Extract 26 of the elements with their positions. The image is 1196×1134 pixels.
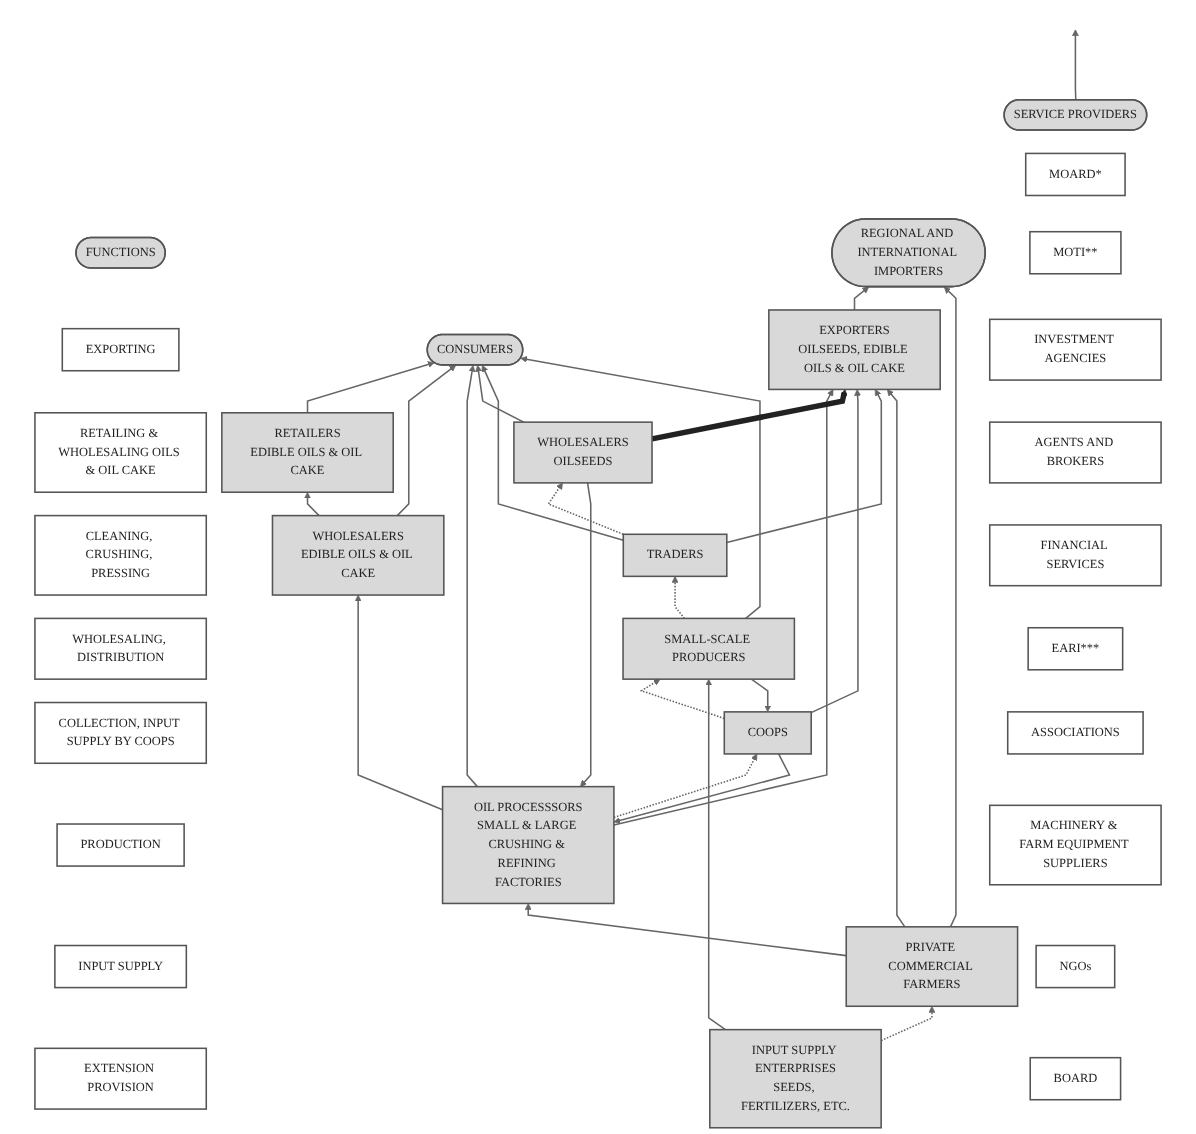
arrow: [466, 364, 479, 788]
arrow: [853, 286, 870, 311]
arrow: [547, 482, 625, 536]
arrow: [750, 678, 772, 713]
arrow: [306, 361, 435, 414]
arrow: [726, 389, 883, 544]
arrow: [475, 364, 525, 423]
arrow: [705, 678, 727, 1031]
arrow: [354, 594, 444, 811]
arrow: [524, 903, 847, 957]
arrow: [639, 678, 726, 720]
arrow: [880, 1005, 936, 1042]
arrow: [304, 491, 320, 517]
arrow: [613, 389, 834, 826]
arrow: [396, 364, 457, 517]
arrow: [943, 286, 957, 928]
arrow: [1072, 29, 1079, 101]
arrow: [671, 576, 686, 620]
arrow: [613, 753, 758, 819]
arrow: [651, 389, 848, 442]
arrow: [481, 364, 625, 542]
arrow: [520, 356, 761, 620]
arrow: [886, 389, 906, 928]
arrow: [580, 482, 592, 787]
arrow: [810, 389, 861, 714]
arrow: [613, 753, 791, 824]
